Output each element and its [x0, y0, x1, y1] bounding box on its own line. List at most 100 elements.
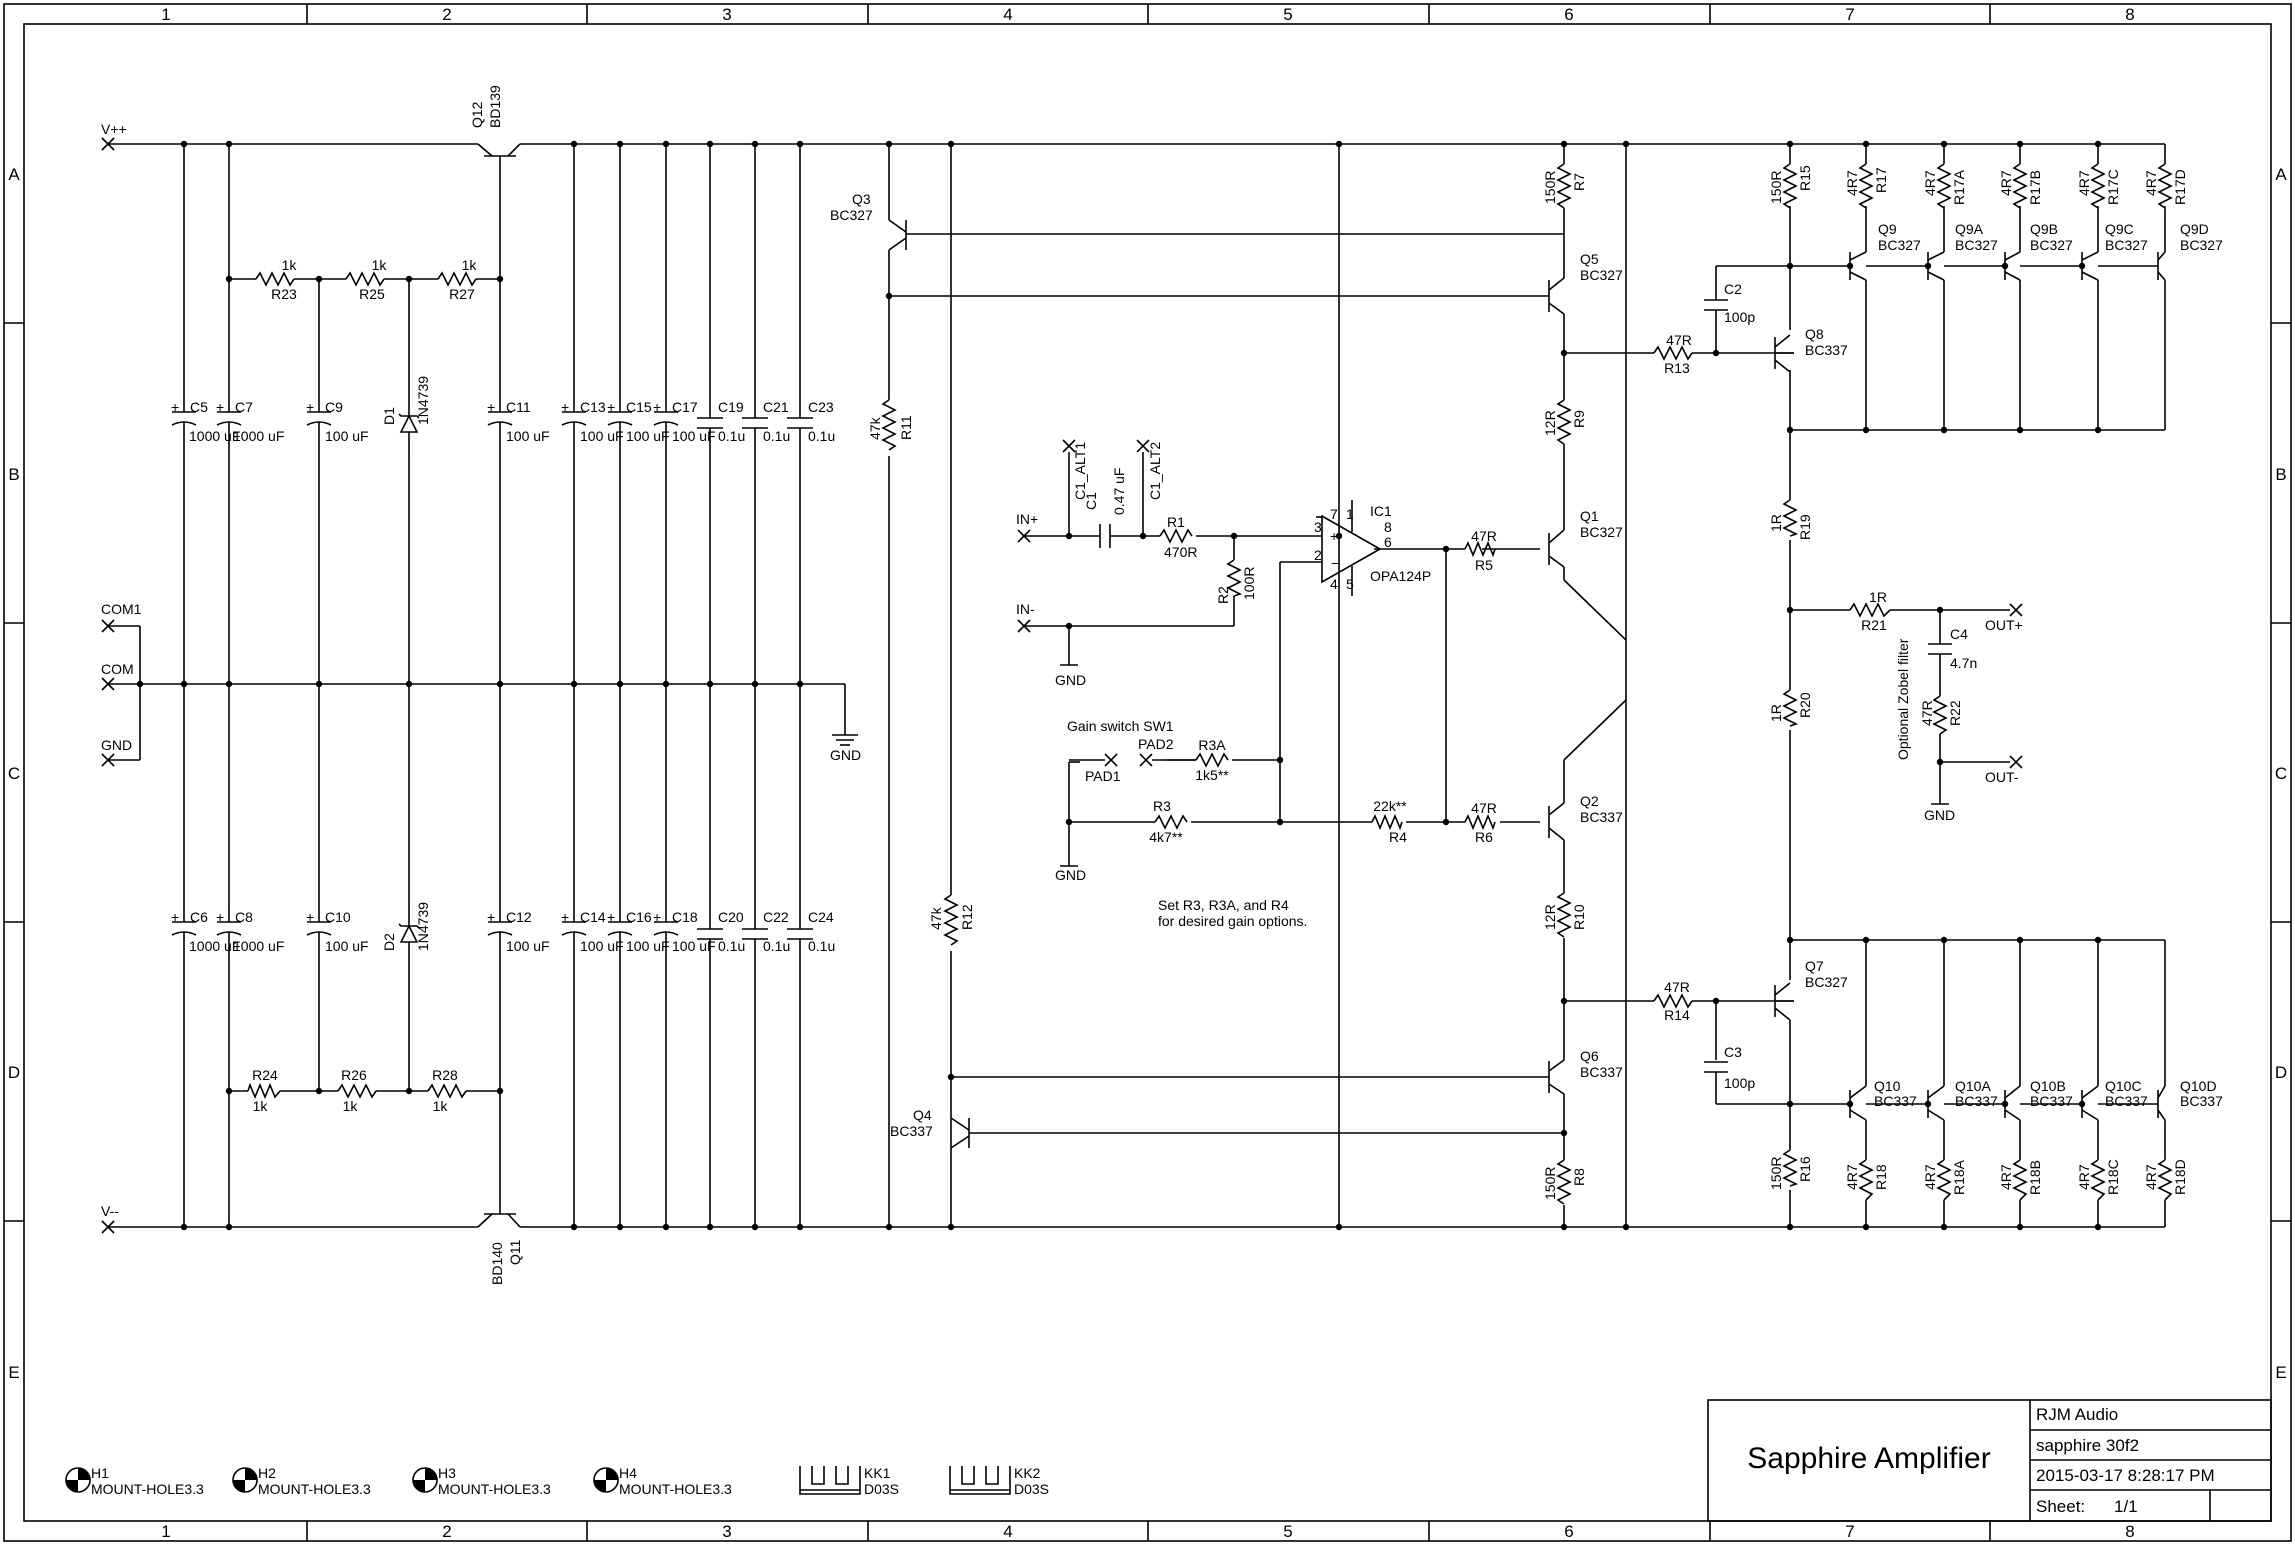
- h3-part: MOUNT-HOLE3.3: [438, 1481, 551, 1497]
- svg-text:+: +: [607, 399, 615, 415]
- r4-val: 22k**: [1373, 798, 1407, 814]
- r28-ref: R28: [432, 1067, 458, 1083]
- driver-vertical-resistor-labels: 150R R7 12R R9 12R R10 150R R8: [1542, 171, 1587, 1200]
- output-junctions: [1712, 140, 2102, 1231]
- row-label: B: [8, 465, 19, 484]
- r1-val: 470R: [1164, 544, 1197, 560]
- in-plus-label: IN+: [1016, 511, 1038, 527]
- r19-val: 1R: [1768, 514, 1784, 532]
- row-label: A: [2275, 165, 2287, 184]
- r2-ref: R2: [1215, 586, 1231, 604]
- r18d-val: 4R7: [2143, 1164, 2159, 1190]
- com1-label: COM1: [101, 601, 142, 617]
- r17b-ref: R17B: [2027, 170, 2043, 205]
- supply-wires: [108, 143, 2165, 1228]
- ic1-opamp: + − IC1 OPA124P 7 1 8 3 2 6 4 5: [1314, 500, 1431, 596]
- ic1-part: OPA124P: [1370, 568, 1431, 584]
- q2-ref: Q2: [1580, 793, 1599, 809]
- c22-val: 0.1u: [763, 938, 790, 954]
- q9-part: BC327: [1878, 237, 1921, 253]
- q6-ref: Q6: [1580, 1048, 1599, 1064]
- c9-ref: C9: [325, 399, 343, 415]
- out-plus-port[interactable]: OUT+: [1985, 603, 2023, 633]
- r18-val: 4R7: [1844, 1164, 1860, 1190]
- r17d-val: 4R7: [2143, 170, 2159, 196]
- title-block: Sapphire Amplifier RJM Audio sapphire 30…: [1707, 1399, 2272, 1522]
- q6-part: BC337: [1580, 1064, 1623, 1080]
- c2-capacitor: C2 100p: [1704, 281, 1755, 325]
- col-label: 2: [442, 5, 451, 24]
- q3-part: BC327: [830, 207, 873, 223]
- c24-val: 0.1u: [808, 938, 835, 954]
- q10d-part: BC337: [2180, 1093, 2223, 1109]
- col-label: 1: [161, 5, 170, 24]
- out-minus-port[interactable]: OUT-: [1985, 755, 2023, 785]
- ic1-pin4: 4: [1330, 576, 1338, 592]
- c13-ref: C13: [580, 399, 606, 415]
- svg-text:+: +: [306, 399, 314, 415]
- r21-ref: R21: [1861, 617, 1887, 633]
- com1-port[interactable]: COM1: [101, 601, 142, 633]
- c1-alt2-port[interactable]: C1_ALT2: [1136, 439, 1163, 500]
- gnd-label: GND: [101, 737, 132, 753]
- pad2-port[interactable]: PAD2: [1138, 736, 1196, 767]
- col-label: 4: [1003, 5, 1012, 24]
- row-label: D: [2275, 1063, 2287, 1082]
- kk2-ref: KK2: [1014, 1465, 1041, 1481]
- vmm-port[interactable]: V--: [101, 1203, 119, 1234]
- c18-val: 100 uF: [672, 938, 716, 954]
- col-label: 1: [161, 1522, 170, 1541]
- svg-text:+: +: [216, 399, 224, 415]
- r12-ref: R12: [959, 904, 975, 930]
- c12-ref: C12: [506, 909, 532, 925]
- r18a-ref: R18A: [1951, 1159, 1967, 1195]
- q8-ref: Q8: [1805, 326, 1824, 342]
- com-port[interactable]: COM: [101, 661, 134, 691]
- r9-val: 12R: [1542, 410, 1558, 436]
- zobel-network: 1R R21 C4 4.7n 47R R22 Optional Zobel fi…: [1849, 589, 1977, 823]
- col-label: 3: [722, 5, 731, 24]
- in-minus-port[interactable]: IN-: [1016, 601, 1035, 633]
- c1-alt1-port[interactable]: C1_ALT1: [1062, 439, 1088, 500]
- r12-val: 47k: [928, 906, 944, 930]
- svg-text:+: +: [561, 909, 569, 925]
- c6-ref: C6: [190, 909, 208, 925]
- title-block-datetime: 2015-03-17 8:28:17 PM: [2036, 1466, 2215, 1485]
- c9-val: 100 uF: [325, 428, 369, 444]
- c16-val: 100 uF: [626, 938, 670, 954]
- c3-ref: C3: [1724, 1044, 1742, 1060]
- q2-transistor: Q2 BC337: [1548, 793, 1623, 841]
- h2-part: MOUNT-HOLE3.3: [258, 1481, 371, 1497]
- svg-text:+: +: [306, 909, 314, 925]
- q10-part: BC337: [1874, 1093, 1917, 1109]
- pad1-port[interactable]: PAD1: [1069, 753, 1121, 784]
- col-label: 8: [2125, 1522, 2134, 1541]
- kk2-part: D03S: [1014, 1481, 1049, 1497]
- q9c-ref: Q9C: [2105, 221, 2134, 237]
- r22-ref: R22: [1947, 700, 1963, 726]
- gnd-port[interactable]: GND: [101, 737, 132, 767]
- q7-transistor: Q7 BC327: [1774, 958, 1848, 1021]
- h1-ref: H1: [91, 1465, 109, 1481]
- r6-val: 47R: [1471, 800, 1497, 816]
- supply-resistor-labels: 1k R23 1k R25 1k R27 R24 1k R26 1k R28 1…: [252, 257, 477, 1114]
- mount-hole-h2: H2 MOUNT-HOLE3.3: [232, 1465, 371, 1497]
- r14-ref: R14: [1664, 1007, 1690, 1023]
- c20-ref: C20: [718, 909, 744, 925]
- vpp-port[interactable]: V++: [101, 121, 127, 151]
- r18a-val: 4R7: [1922, 1164, 1938, 1190]
- q11-ref: Q11: [507, 1239, 523, 1265]
- q1-part: BC327: [1580, 524, 1623, 540]
- in-plus-port[interactable]: IN+: [1016, 511, 1038, 543]
- c8-val: 1000 uF: [233, 938, 284, 954]
- q7-part: BC327: [1805, 974, 1848, 990]
- c1-val: 0.47 uF: [1111, 468, 1127, 515]
- r1-resistor: R1 470R: [1159, 514, 1197, 560]
- r7-ref: R7: [1571, 173, 1587, 191]
- gain-ground-label: GND: [1055, 867, 1086, 883]
- q10a-ref: Q10A: [1955, 1078, 1991, 1094]
- r11-val: 47k: [867, 416, 883, 440]
- r14-val: 47R: [1664, 979, 1690, 995]
- supply-caps-top-plus: +++ ++++: [171, 399, 661, 415]
- q9d-part: BC327: [2180, 237, 2223, 253]
